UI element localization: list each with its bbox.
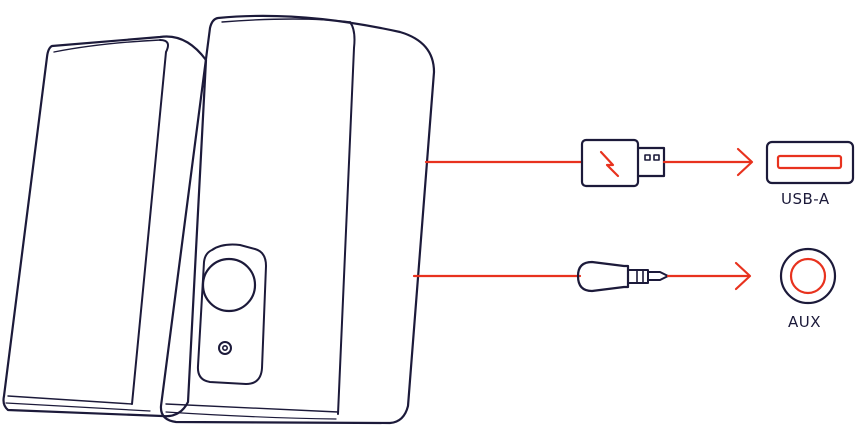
arrow-right-icon	[734, 261, 752, 291]
arrow-right-icon	[736, 147, 754, 177]
speaker-left-icon	[2, 35, 208, 418]
aux-port-icon	[779, 247, 837, 305]
aux-port-label: AUX	[788, 313, 822, 331]
speaker-right-icon	[159, 14, 436, 425]
volume-knob-icon	[201, 257, 257, 313]
usb-plug-icon	[580, 138, 666, 188]
usb-port-icon	[765, 140, 855, 185]
usb-port-label: USB-A	[781, 190, 830, 208]
headphone-jack-icon	[218, 341, 232, 355]
aux-plug-icon	[576, 260, 669, 293]
